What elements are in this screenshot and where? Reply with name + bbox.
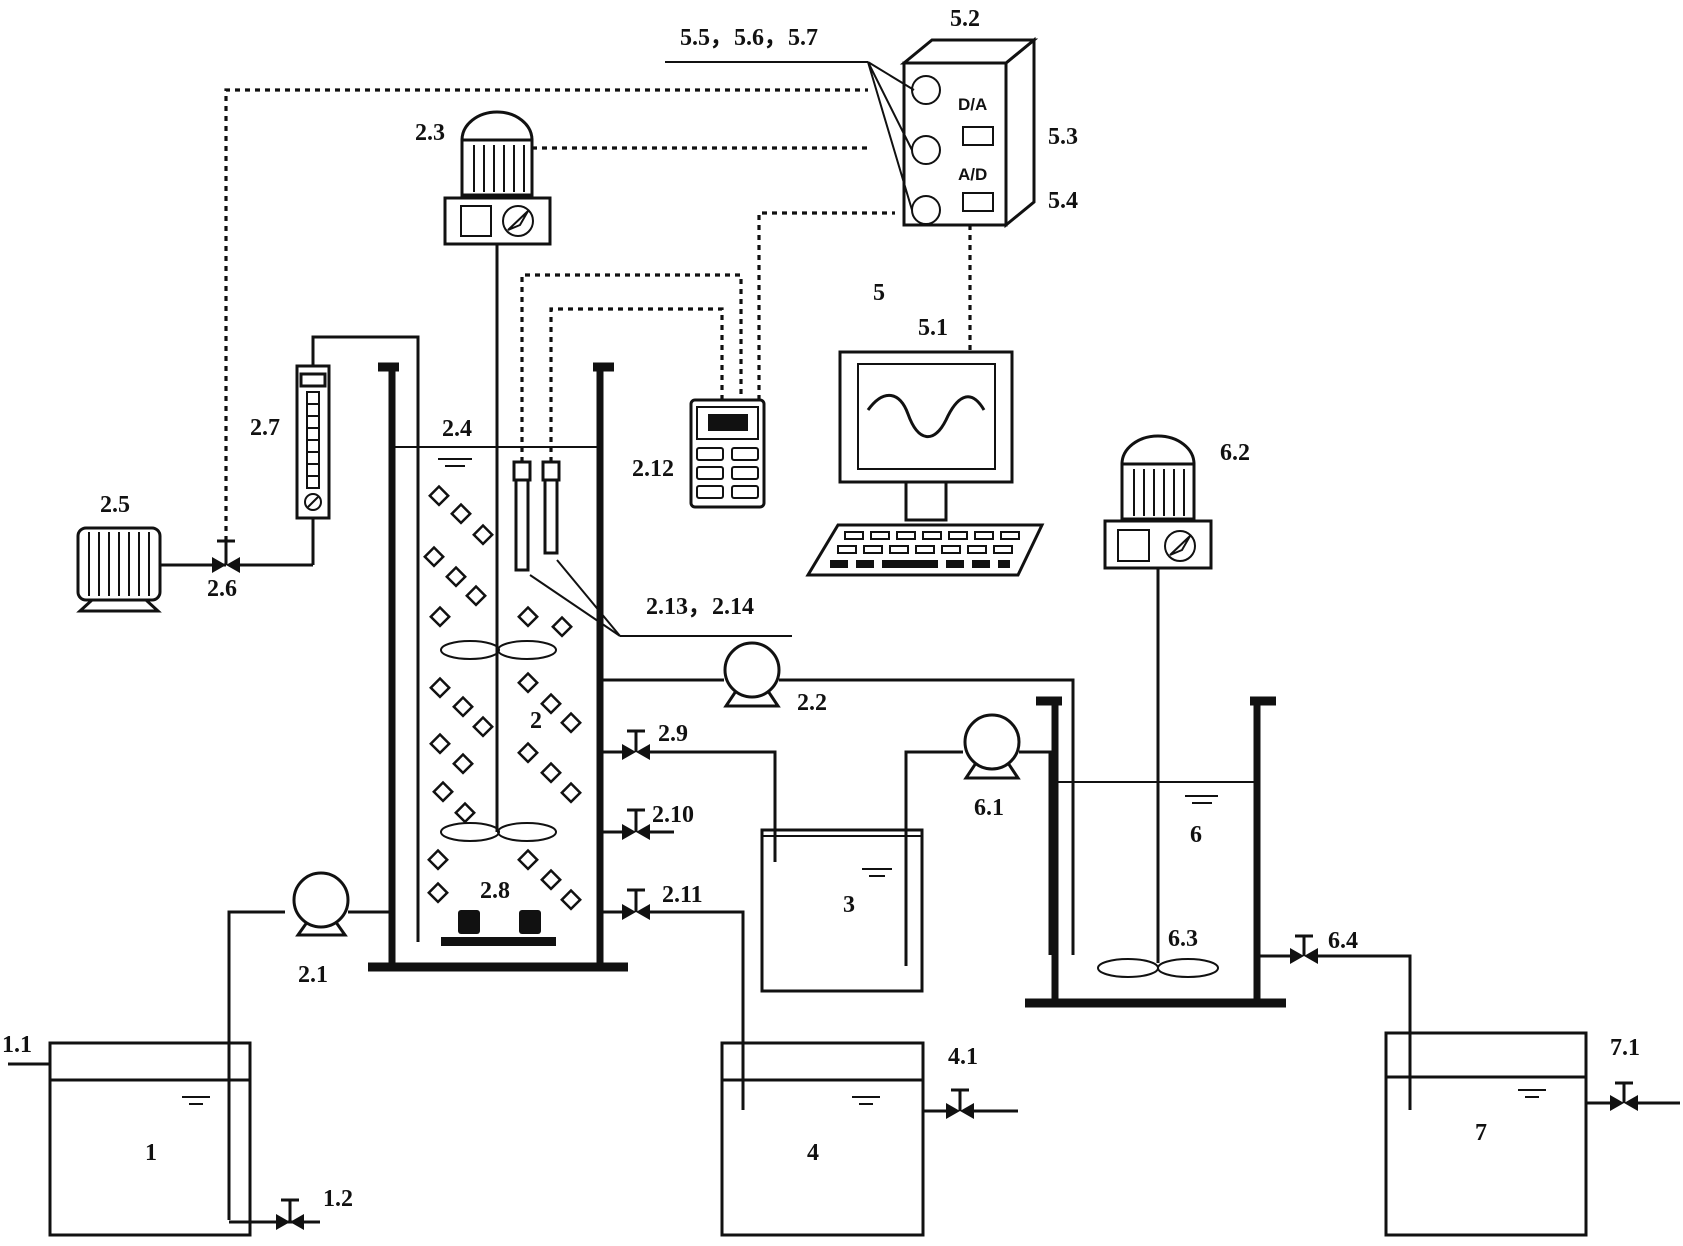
label-da: D/A <box>958 95 987 114</box>
label-6-3: 6.3 <box>1168 926 1198 952</box>
stirrer-motor-2-3[interactable] <box>443 110 552 246</box>
valve-2-10[interactable] <box>600 808 674 840</box>
pump-2-1[interactable] <box>292 871 392 937</box>
controller-5-2[interactable] <box>665 36 1039 229</box>
signal-line-meter <box>757 211 895 400</box>
label-control-system-5: 5 <box>873 280 885 306</box>
impeller-lower <box>440 822 557 842</box>
signal-line-air-valve <box>224 88 868 541</box>
valve-7-1[interactable] <box>1610 1081 1680 1111</box>
label-2-10: 2.10 <box>652 802 694 828</box>
label-2-8: 2.8 <box>480 878 510 904</box>
label-1-2: 1.2 <box>323 1186 353 1212</box>
reactor-2 <box>311 245 792 972</box>
meter-2-12[interactable] <box>689 398 766 509</box>
pump-2-2[interactable] <box>600 641 1075 955</box>
valve-6-4[interactable] <box>1257 934 1412 1110</box>
valve-1-2[interactable] <box>276 1198 304 1230</box>
label-6-2: 6.2 <box>1220 440 1250 466</box>
label-6-4: 6.4 <box>1328 928 1358 954</box>
label-2-11: 2.11 <box>662 882 703 908</box>
tank-4 <box>720 1041 1018 1237</box>
valve-2-9[interactable] <box>600 729 777 862</box>
tank-6 <box>1025 696 1286 1008</box>
label-5-1: 5.1 <box>918 315 948 341</box>
aerator-2-8 <box>441 910 556 946</box>
feed-tank-1 <box>8 910 320 1237</box>
label-reactor-2: 2 <box>530 708 542 734</box>
carrier-particles <box>423 484 582 911</box>
label-7-1: 7.1 <box>1610 1035 1640 1061</box>
label-5-4: 5.4 <box>1048 188 1078 214</box>
label-2-1: 2.1 <box>298 962 328 988</box>
label-ad: A/D <box>958 165 987 184</box>
tank-3 <box>760 750 963 993</box>
air-valve-2-6[interactable] <box>212 518 315 573</box>
label-tank-1: 1 <box>145 1140 157 1166</box>
computer-5-1[interactable] <box>805 350 1045 577</box>
label-2-2: 2.2 <box>797 690 827 716</box>
signal-line-probe-1 <box>520 273 743 462</box>
pump-6-1[interactable] <box>963 713 1052 955</box>
label-1-1: 1.1 <box>2 1032 32 1058</box>
label-4-1: 4.1 <box>948 1044 978 1070</box>
flowmeter-2-7[interactable] <box>295 342 331 520</box>
label-tank-6: 6 <box>1190 822 1202 848</box>
label-2-12: 2.12 <box>632 456 674 482</box>
label-5-3: 5.3 <box>1048 124 1078 150</box>
label-2-3: 2.3 <box>415 120 445 146</box>
label-tank-4: 4 <box>807 1140 819 1166</box>
label-tank-3: 3 <box>843 892 855 918</box>
label-6-1: 6.1 <box>974 795 1004 821</box>
impeller-upper <box>440 640 557 660</box>
label-5-5-5-6-5-7: 5.5，5.6，5.7 <box>680 25 818 51</box>
label-2-6: 2.6 <box>207 576 237 602</box>
label-5-2: 5.2 <box>950 6 980 32</box>
label-2-5: 2.5 <box>100 492 130 518</box>
signal-lines <box>224 88 972 541</box>
labels: 1 1.1 1.2 2 2.1 2.2 2.3 2.4 2.5 2.6 2.7 … <box>2 6 1640 1212</box>
label-2-4: 2.4 <box>442 416 472 442</box>
probes-2-13-2-14 <box>512 460 792 637</box>
label-tank-7: 7 <box>1475 1120 1487 1146</box>
air-pump-2-5[interactable] <box>76 526 226 613</box>
impeller-6-3 <box>1097 958 1219 978</box>
label-2-7: 2.7 <box>250 415 280 441</box>
label-2-13-2-14: 2.13，2.14 <box>646 594 754 620</box>
label-2-9: 2.9 <box>658 721 688 747</box>
stirrer-motor-6-2[interactable] <box>1103 434 1213 963</box>
tank-7 <box>1384 1031 1680 1237</box>
valve-4-1[interactable] <box>946 1088 1018 1119</box>
